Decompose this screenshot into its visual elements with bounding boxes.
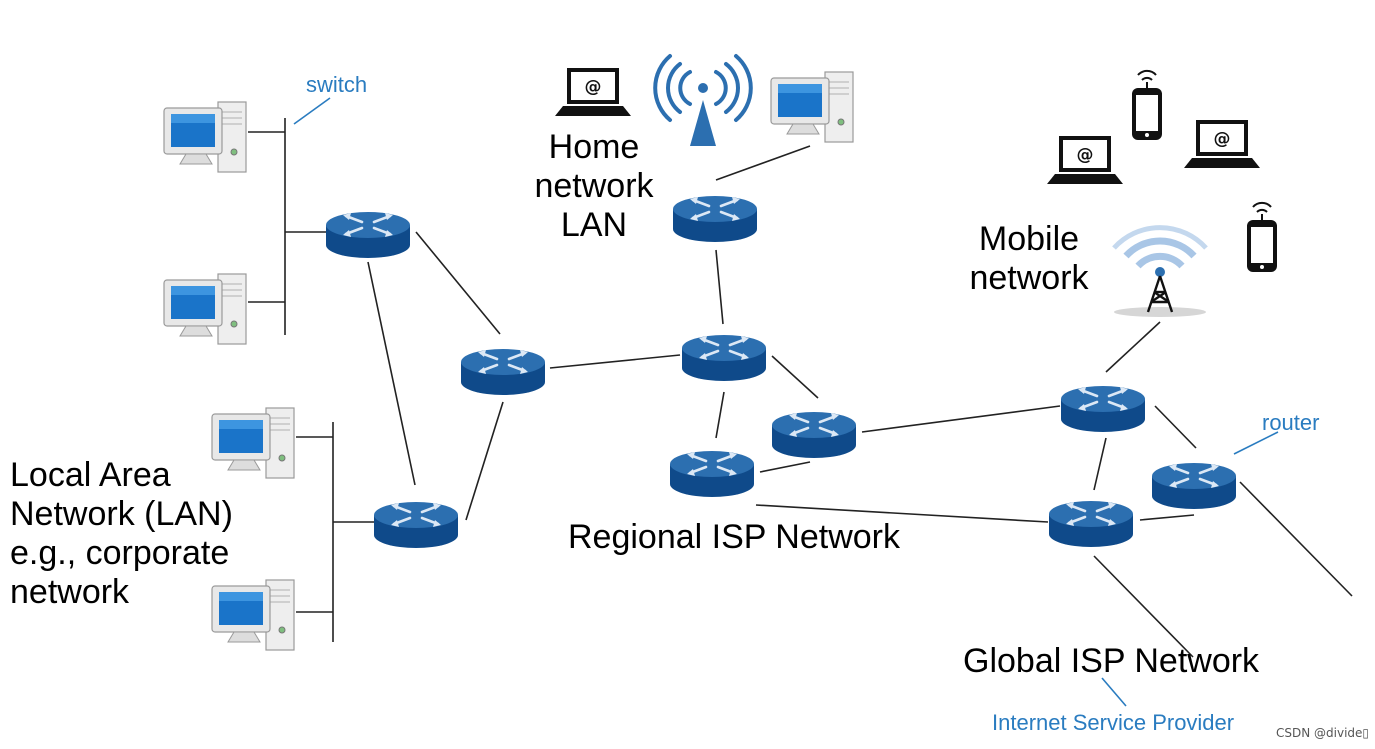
router-icon bbox=[1150, 461, 1238, 511]
laptop-icon bbox=[1184, 120, 1260, 168]
link-router-router bbox=[1139, 514, 1195, 521]
link-router-offpage bbox=[1239, 481, 1353, 597]
regional-isp-label: Regional ISP Network bbox=[568, 518, 900, 556]
link-router-router bbox=[759, 461, 811, 473]
desktop-computer-icon bbox=[163, 273, 247, 345]
link-router-router bbox=[367, 261, 416, 486]
router-icon bbox=[372, 500, 460, 550]
link-router-router bbox=[415, 231, 501, 335]
router-icon bbox=[770, 410, 858, 460]
lan-label-line: Network (LAN) bbox=[10, 495, 233, 534]
link-router-router bbox=[1093, 437, 1107, 491]
laptop-icon bbox=[555, 68, 631, 116]
link-router-offpage bbox=[1093, 555, 1194, 658]
lan-label-line: e.g., corporate bbox=[10, 534, 230, 573]
home-network-label: Home network LAN bbox=[508, 128, 680, 245]
router-icon bbox=[324, 210, 412, 260]
link-router-router bbox=[771, 355, 819, 399]
router-icon bbox=[680, 333, 768, 383]
home-network-label-line: network bbox=[534, 167, 654, 206]
router-icon bbox=[459, 347, 547, 397]
desktop-computer-icon bbox=[163, 101, 247, 173]
global-isp-label: Global ISP Network bbox=[963, 642, 1260, 680]
router-icon bbox=[1059, 384, 1147, 434]
router-label: router bbox=[1262, 410, 1320, 435]
annotation-pointers bbox=[293, 97, 1279, 707]
link-router-router bbox=[1154, 405, 1197, 449]
local-area-network-label: Local Area Network (LAN) e.g., corporate… bbox=[10, 456, 233, 612]
link-router-tower bbox=[1105, 321, 1161, 373]
laptop-icon bbox=[1047, 136, 1123, 184]
mobile-phone-icon bbox=[1131, 69, 1163, 141]
wifi-access-point-icon bbox=[653, 54, 753, 146]
router-icon bbox=[671, 194, 759, 244]
desktop-computer-icon bbox=[770, 71, 854, 143]
mobile-network-label: Mobile network bbox=[950, 220, 1108, 298]
link-router-router bbox=[715, 249, 724, 325]
router-icon bbox=[668, 449, 756, 499]
lan-label-line: Local Area bbox=[10, 456, 171, 494]
mobile-network-label-line: Mobile bbox=[978, 220, 1080, 258]
link-router-router bbox=[755, 504, 1049, 523]
link-router-router bbox=[861, 405, 1061, 433]
home-network-label-line: Home bbox=[548, 128, 640, 166]
link-router-router bbox=[465, 401, 504, 521]
router-pointer bbox=[1233, 431, 1279, 455]
link-router-router bbox=[715, 391, 725, 439]
mobile-network-label-line: network bbox=[969, 259, 1089, 298]
router-icon bbox=[1047, 499, 1135, 549]
watermark: CSDN @divide▯ bbox=[1276, 726, 1370, 740]
switch-pointer bbox=[293, 97, 331, 125]
home-network-label-line: LAN bbox=[560, 206, 628, 245]
network-links bbox=[248, 118, 1353, 658]
isp-expansion-label: Internet Service Provider bbox=[992, 710, 1235, 735]
cell-tower-icon bbox=[1112, 225, 1208, 317]
mobile-phone-icon bbox=[1246, 201, 1278, 273]
link-router-router bbox=[549, 354, 681, 369]
switch-label: switch bbox=[306, 72, 368, 97]
lan-label-line: network bbox=[10, 573, 130, 612]
isp-pointer bbox=[1101, 677, 1127, 707]
link-router-pc bbox=[715, 145, 811, 181]
